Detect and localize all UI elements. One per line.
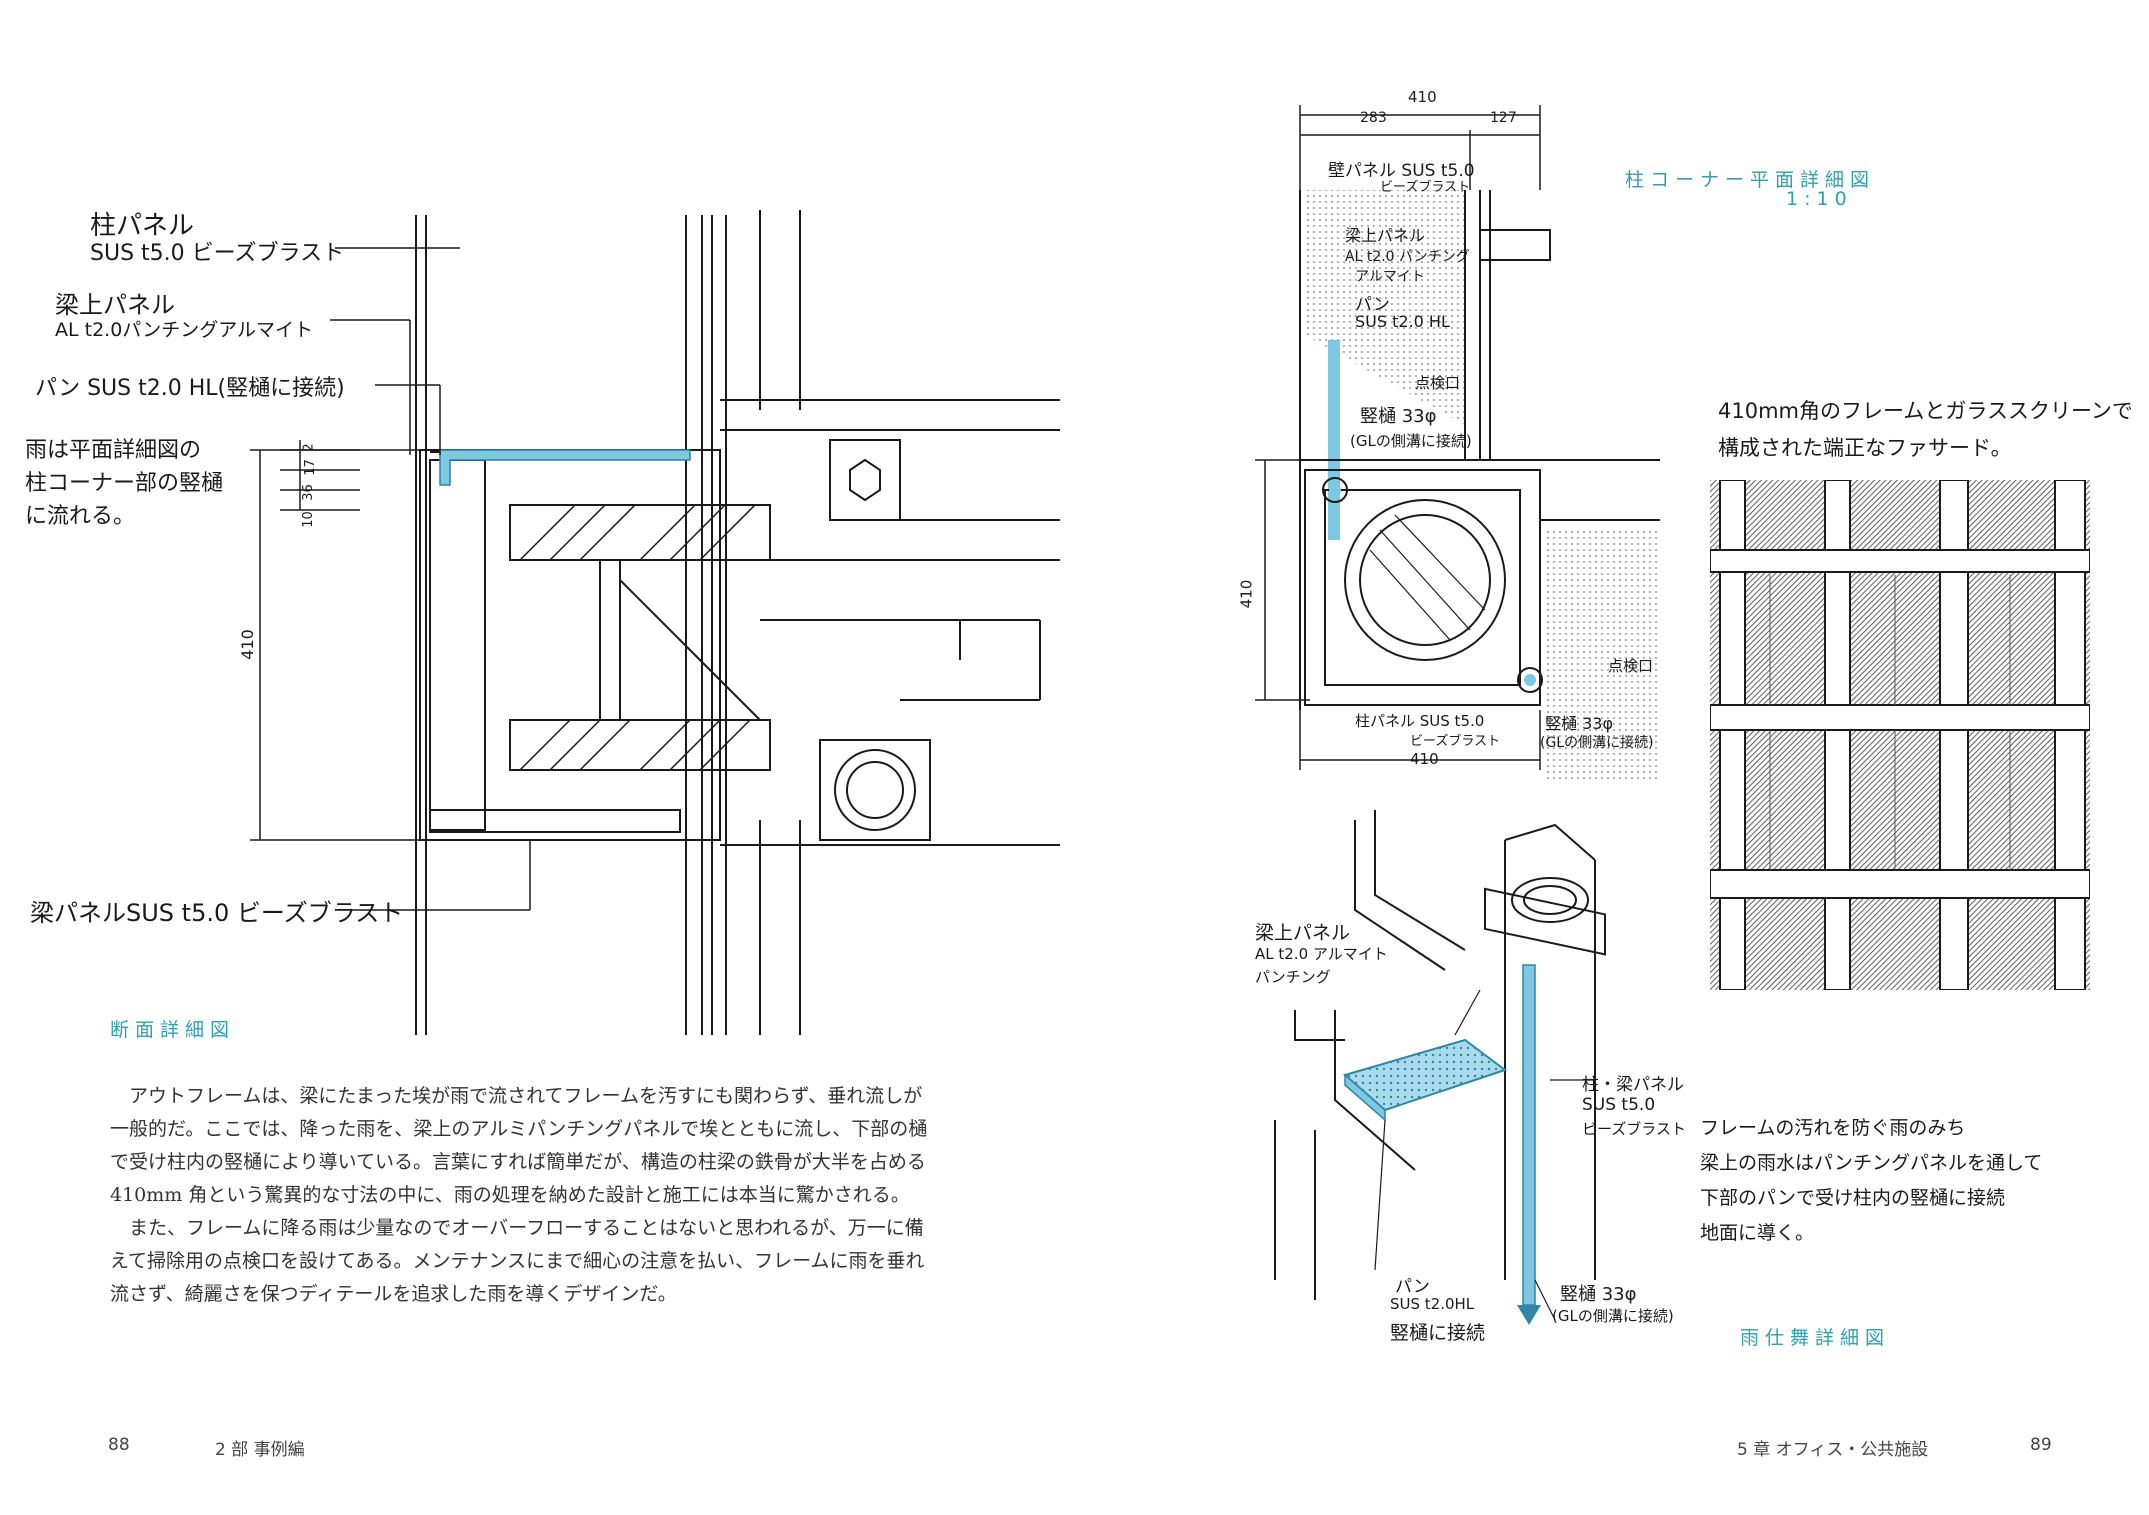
axo-label-col-beam-3: ビーズブラスト bbox=[1582, 1120, 1686, 1138]
dim-d3: 17 bbox=[302, 459, 318, 476]
plan-dim-top-b: 127 bbox=[1490, 110, 1517, 126]
folio-number-right: 89 bbox=[2030, 1435, 2052, 1455]
body-text: アウトフレームは、梁にたまった埃が雨で流されてフレームを汚すにも関わらず、垂れ流… bbox=[110, 1080, 930, 1311]
label-beam-top-panel-2: AL t2.0パンチングアルマイト bbox=[55, 319, 314, 341]
plan-title: 柱コーナー平面詳細図 bbox=[1625, 169, 1876, 191]
plan-label-beam-top-2: AL t2.0 パンチング bbox=[1345, 249, 1470, 265]
axo-label-col-beam-2: SUS t5.0 bbox=[1582, 1095, 1656, 1115]
axo-label-beam-top-1: 梁上パネル bbox=[1255, 922, 1351, 944]
plan-label-inspection-2: 点検口 bbox=[1608, 657, 1654, 675]
axo-note-1: フレームの汚れを防ぐ雨のみち bbox=[1700, 1117, 1966, 1139]
plan-label-wall-panel-1: 壁パネル SUS t5.0 bbox=[1328, 161, 1475, 181]
axo-label-pan-3: 竪樋に接続 bbox=[1390, 1322, 1486, 1344]
label-pan: パン SUS t2.0 HL(竪樋に接続) bbox=[35, 376, 345, 401]
folio-chapter: 5 章 オフィス・公共施設 bbox=[1737, 1440, 1929, 1460]
axo-label-col-beam-1: 柱・梁パネル bbox=[1582, 1075, 1684, 1095]
label-beam-panel: 梁パネルSUS t5.0 ビーズブラスト bbox=[30, 899, 404, 927]
plan-dim-side: 410 bbox=[1237, 579, 1256, 609]
dim-total: 410 bbox=[237, 629, 257, 660]
plan-label-wall-panel-2: ビーズブラスト bbox=[1380, 180, 1471, 195]
note-line-1: 雨は平面詳細図の bbox=[25, 438, 202, 463]
axo-label-pan-1: パン bbox=[1395, 1277, 1430, 1297]
dim-d4: 2 bbox=[301, 443, 317, 452]
section-detail-drawing bbox=[250, 210, 1060, 1035]
axo-note-3: 下部のパンで受け柱内の竪樋に接続 bbox=[1700, 1187, 2005, 1209]
folio-number-left: 88 bbox=[108, 1435, 130, 1455]
axo-label-downpipe-2: (GLの側溝に接続) bbox=[1552, 1307, 1674, 1325]
plan-label-downpipe-2b: (GLの側溝に接続) bbox=[1540, 735, 1654, 751]
caption-section-detail: 断面詳細図 bbox=[110, 1019, 236, 1041]
plan-label-inspection-1: 点検口 bbox=[1415, 374, 1461, 392]
axo-label-pan-2: SUS t2.0HL bbox=[1390, 1295, 1475, 1313]
axonometric-drawing bbox=[1274, 810, 1606, 1325]
label-beam-top-panel-1: 梁上パネル bbox=[55, 291, 175, 319]
axo-label-beam-top-2: AL t2.0 アルマイト bbox=[1255, 945, 1388, 963]
facade-sketch bbox=[1710, 480, 2090, 990]
paragraph-2: また、フレームに降る雨は少量なのでオーバーフローすることはないと思われるが、万一… bbox=[110, 1217, 925, 1305]
plan-scale: 1:10 bbox=[1786, 188, 1853, 210]
plan-dim-top-a: 283 bbox=[1360, 110, 1387, 126]
note-line-2: 柱コーナー部の竪樋 bbox=[25, 471, 224, 496]
caption-rain-detail: 雨仕舞詳細図 bbox=[1740, 1327, 1891, 1349]
plan-label-pan-2: SUS t2.0 HL bbox=[1355, 312, 1450, 331]
plan-label-downpipe-2: 竪樋 33φ bbox=[1545, 714, 1614, 733]
axo-note-4: 地面に導く。 bbox=[1700, 1222, 1815, 1244]
axo-label-beam-top-3: パンチング bbox=[1255, 968, 1331, 986]
plan-label-pan-1: パン bbox=[1355, 295, 1390, 315]
label-column-panel-2: SUS t5.0 ビーズブラスト bbox=[90, 241, 345, 266]
plan-label-beam-top-1: 梁上パネル bbox=[1345, 226, 1426, 245]
folio-section: 2 部 事例編 bbox=[215, 1440, 305, 1460]
dim-d1: 10 bbox=[300, 511, 316, 528]
plan-dim-bottom: 410 bbox=[1410, 750, 1439, 768]
note-line-3: に流れる。 bbox=[25, 504, 136, 529]
dim-d2: 36 bbox=[300, 484, 316, 501]
plan-dim-top-total: 410 bbox=[1408, 88, 1437, 106]
axo-label-downpipe-1: 竪樋 33φ bbox=[1560, 1284, 1637, 1305]
facade-caption-1: 410mm角のフレームとガラススクリーンで bbox=[1718, 399, 2133, 423]
plan-label-downpipe-1: 竪樋 33φ bbox=[1360, 406, 1437, 427]
axo-note-2: 梁上の雨水はパンチングパネルを通して bbox=[1700, 1152, 2043, 1174]
label-column-panel-1: 柱パネル bbox=[90, 211, 195, 241]
plan-label-col-panel-2: ビーズブラスト bbox=[1410, 734, 1501, 749]
facade-caption-2: 構成された端正なファサード。 bbox=[1718, 436, 2012, 460]
plan-label-col-panel-1: 柱パネル SUS t5.0 bbox=[1355, 712, 1485, 730]
paragraph-1: アウトフレームは、梁にたまった埃が雨で流されてフレームを汚すにも関わらず、垂れ流… bbox=[110, 1085, 928, 1206]
plan-label-downpipe-1b: (GLの側溝に接続) bbox=[1350, 432, 1472, 450]
plan-detail-drawing bbox=[1255, 105, 1660, 780]
plan-label-beam-top-3: アルマイト bbox=[1355, 269, 1425, 285]
